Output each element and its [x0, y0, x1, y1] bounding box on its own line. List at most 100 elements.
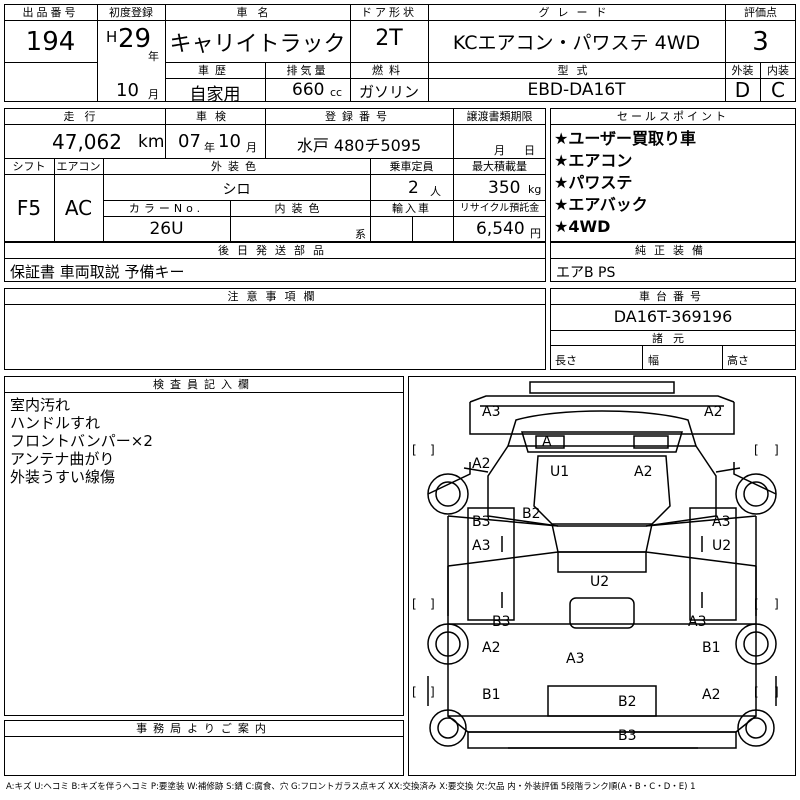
- model-label: 型式: [557, 64, 596, 77]
- length-label: 長さ: [555, 354, 577, 367]
- interior-label: 内装: [767, 64, 789, 77]
- damage-mark: B1: [482, 687, 501, 703]
- year-suffix: 年: [148, 50, 159, 63]
- shift: F5: [16, 196, 42, 220]
- bracket: [: [412, 597, 417, 611]
- color-no-label: カラーNo.: [128, 202, 205, 215]
- fuel-label: 燃料: [372, 64, 406, 77]
- damage-mark: A3: [712, 514, 730, 530]
- lot-number: 194: [25, 27, 76, 57]
- bracket: ]: [430, 443, 435, 457]
- insp-year: 07: [178, 131, 201, 152]
- grade-label: グレード: [538, 6, 615, 19]
- inspector-box: [4, 376, 404, 716]
- chassis-box: [550, 288, 796, 370]
- month-suffix: 月: [148, 88, 159, 101]
- bracket: ]: [774, 597, 779, 611]
- recycle-label: リサイクル預託金: [459, 203, 540, 214]
- exterior-score: D: [734, 78, 751, 102]
- car-diagram-box: [408, 376, 796, 776]
- note-item: ハンドルすれ: [10, 414, 101, 432]
- office-label: 事務局よりご案内: [136, 722, 272, 735]
- chassis-label: 車台番号: [639, 290, 707, 303]
- damage-mark: B3: [492, 614, 511, 630]
- insp-year-suffix: 年: [204, 141, 215, 154]
- sales-point: ★ユーザー買取り車: [554, 129, 697, 148]
- door-label: ドア形状: [361, 6, 417, 19]
- ext-color-label: 外装色: [211, 160, 262, 173]
- damage-mark: B3: [472, 514, 491, 530]
- damage-mark: A2: [704, 404, 722, 420]
- legend: A:キズ U:ヘコミ B:キズを伴うヘコミ P:要塗装 W:補修跡 S:錆 C:…: [6, 782, 696, 792]
- mileage: 47,062: [52, 130, 122, 154]
- width-label: 幅: [648, 354, 659, 367]
- color-no: 26U: [149, 219, 184, 239]
- sales-point-list: ★ユーザー買取り車 ★エアコン ★パワステ ★エアバック ★4WD: [554, 128, 696, 238]
- damage-mark: B1: [702, 640, 721, 656]
- displacement: 660: [292, 80, 325, 100]
- door-type: 2T: [375, 26, 403, 51]
- max-load: 350: [488, 178, 521, 198]
- sales-point-box: [550, 108, 796, 242]
- note-item: フロントバンパー×2: [10, 432, 153, 450]
- sales-point-label: セールスポイント: [617, 110, 729, 123]
- mileage-label: 走行: [63, 110, 106, 123]
- note-item: アンテナ曲がり: [10, 450, 115, 468]
- transfer-month-suffix: 月: [494, 144, 505, 157]
- bracket: [: [754, 597, 759, 611]
- damage-mark: U2: [590, 574, 609, 590]
- damage-mark: B3: [618, 728, 637, 744]
- insp-month: 10: [218, 131, 241, 152]
- displacement-label: 排気量: [286, 64, 329, 77]
- damage-mark: A: [542, 434, 552, 450]
- ext-color: シロ: [222, 182, 251, 198]
- chassis-number: DA16T-369196: [613, 307, 733, 326]
- damage-mark: A2: [702, 687, 720, 703]
- caution-label: 注意事項欄: [227, 290, 323, 303]
- damage-mark: A2: [472, 456, 490, 472]
- damage-mark: B2: [522, 506, 541, 522]
- int-color-suffix: 系: [355, 228, 366, 241]
- spec-table: [4, 108, 546, 242]
- later-parts-box: [4, 242, 546, 282]
- history-label: 車歴: [198, 64, 232, 77]
- damage-mark: U2: [712, 538, 731, 554]
- note-item: 外装うすい線傷: [10, 468, 116, 486]
- reg-year: 29: [118, 24, 152, 54]
- reg-month: 10: [116, 80, 139, 101]
- damage-mark: A3: [482, 404, 500, 420]
- transfer-label: 譲渡書類期限: [466, 110, 533, 123]
- grade: KCエアコン・パワステ 4WD: [452, 32, 701, 54]
- reg-number: 水戸 480チ5095: [296, 136, 422, 155]
- inspector-label: 検査員記入欄: [153, 378, 255, 391]
- bracket: [: [754, 443, 759, 457]
- damage-mark: A3: [566, 651, 584, 667]
- cc-suffix: cc: [330, 86, 343, 99]
- car-name: キャリイトラック: [169, 32, 346, 57]
- int-color-label: 内装色: [274, 202, 326, 215]
- bracket: [: [754, 685, 759, 699]
- damage-mark: B2: [618, 694, 637, 710]
- insp-month-suffix: 月: [246, 141, 257, 154]
- height-label: 高さ: [727, 354, 749, 367]
- bracket: ]: [774, 685, 779, 699]
- ac: AC: [64, 196, 93, 220]
- km-suffix: km: [138, 132, 165, 152]
- inspection-label: 車検: [196, 110, 234, 123]
- bracket: ]: [774, 443, 779, 457]
- genuine-box: [550, 242, 796, 282]
- sales-point: ★エアバック: [554, 195, 648, 214]
- transfer-day-suffix: 日: [524, 144, 535, 157]
- header-table: [4, 4, 796, 102]
- lot-no-label: 出品番号: [22, 6, 79, 19]
- recycle-fee: 6,540: [476, 219, 525, 239]
- bracket: ]: [430, 685, 435, 699]
- damage-mark: A2: [482, 640, 500, 656]
- exterior-label: 外装: [731, 64, 754, 77]
- bracket: [: [412, 443, 417, 457]
- office-box: [4, 720, 404, 776]
- ac-label: エアコン: [56, 160, 101, 173]
- genuine-equipment: エアB PS: [556, 265, 616, 281]
- bracket: [: [412, 685, 417, 699]
- capacity: 2: [408, 178, 419, 198]
